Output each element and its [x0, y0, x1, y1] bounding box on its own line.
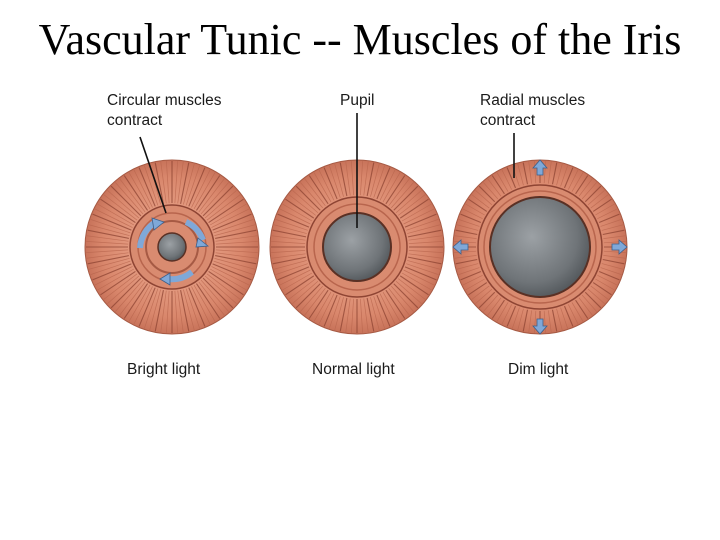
- caption-bright-light: Bright light: [127, 361, 201, 378]
- down-arrow-icon: [532, 318, 548, 335]
- label-circular-muscles: Circular muscles contract: [107, 92, 222, 129]
- pupil-dilated: [489, 196, 591, 298]
- right-arrow-icon: [611, 239, 628, 255]
- leader-line-circular: [139, 136, 167, 214]
- circular-arrow-icon: [195, 237, 210, 248]
- circular-arrow-icon: [151, 217, 165, 231]
- left-arrow-icon: [452, 239, 469, 255]
- up-arrow-icon: [532, 159, 548, 176]
- slide-title: Vascular Tunic -- Muscles of the Iris: [38, 15, 682, 64]
- caption-normal-light: Normal light: [312, 361, 395, 378]
- label-pupil: Pupil: [340, 92, 375, 109]
- circular-arrow-icon: [184, 219, 206, 242]
- iris-normal-light: [269, 159, 445, 335]
- caption-dim-light: Dim light: [508, 361, 569, 378]
- iris-dim-light: [452, 159, 628, 335]
- pupil-small: [157, 232, 187, 262]
- iris-bright-light: [84, 159, 260, 335]
- label-radial-muscles: Radial muscles contract: [480, 92, 586, 129]
- circular-arrow-icon: [159, 272, 171, 286]
